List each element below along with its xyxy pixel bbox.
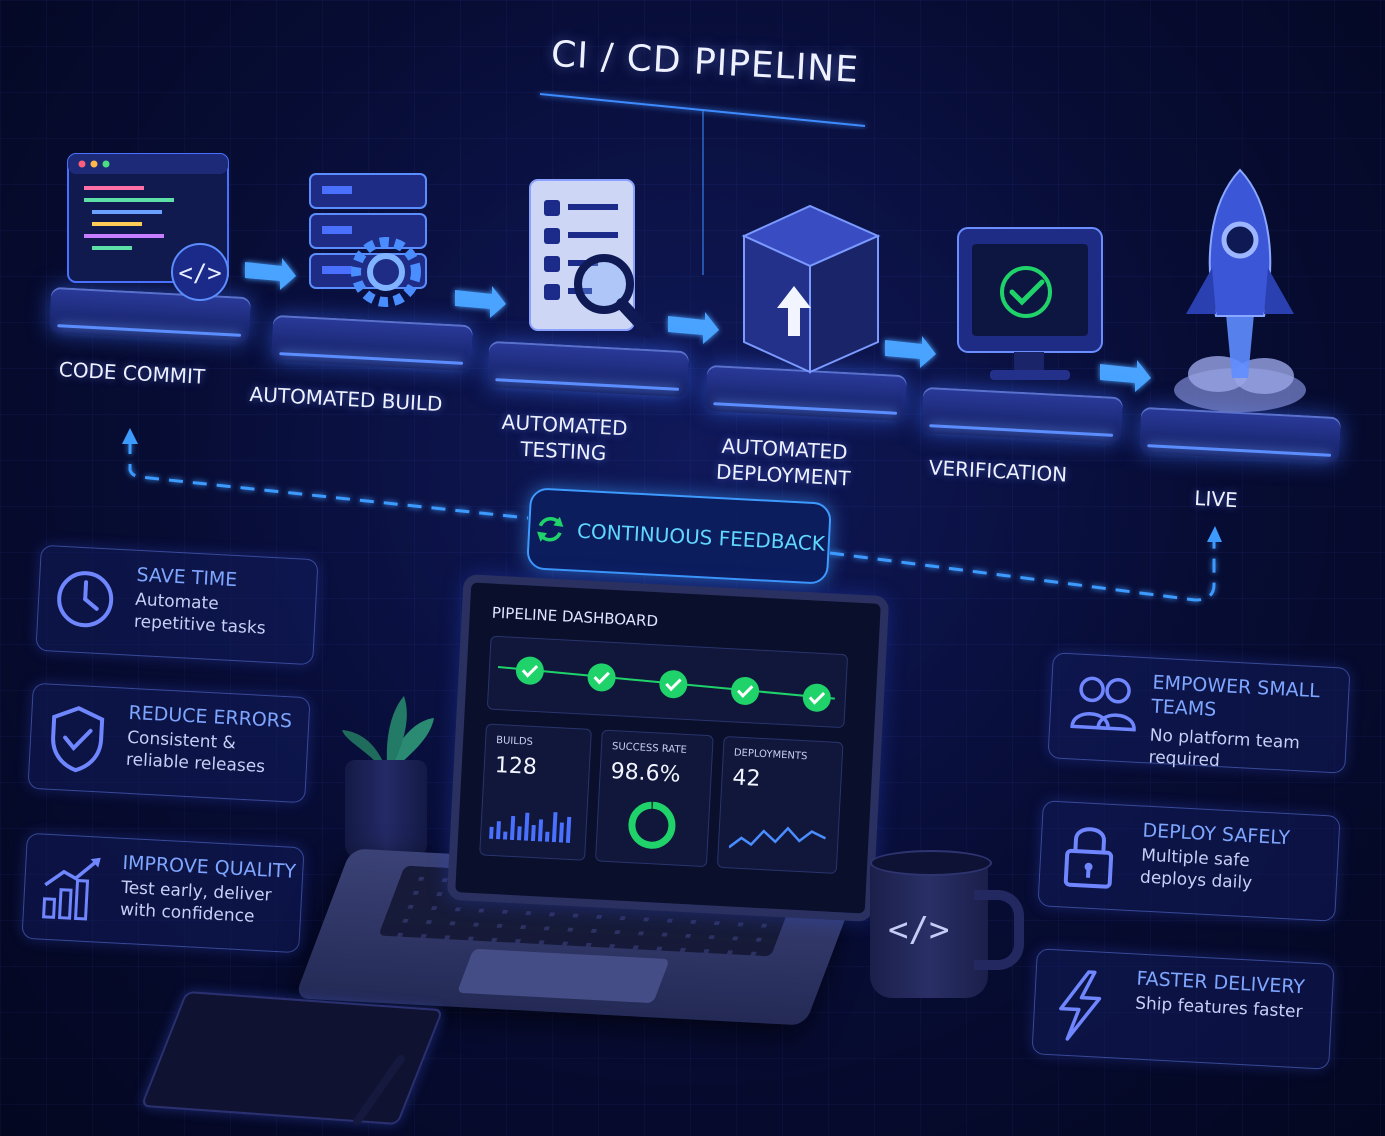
metric-value: 128	[494, 752, 538, 781]
coffee-mug: </>	[870, 850, 1024, 998]
metric-label: BUILDS	[495, 735, 534, 748]
stage-label-automated-testing: AUTOMATED TESTING	[501, 409, 629, 466]
metric-label: SUCCESS RATE	[611, 741, 688, 756]
stage-label-automated-deployment: AUTOMATED DEPLOYMENT	[715, 433, 852, 491]
metric-value: 98.6%	[610, 759, 682, 788]
success-ring	[628, 801, 676, 849]
dashboard-title: PIPELINE DASHBOARD	[491, 603, 659, 631]
benefit-description: Multiple safe deploys daily	[1139, 845, 1253, 894]
continuous-feedback-badge: CONTINUOUS FEEDBACK	[526, 487, 832, 585]
benefit-description: Consistent & reliable releases	[125, 727, 266, 778]
feedback-path-left	[128, 440, 529, 520]
feedback-arrow-up-left	[122, 428, 138, 444]
code-window-icon: </>	[67, 153, 229, 301]
benefit-description: No platform team required	[1148, 725, 1301, 772]
benefit-description: Test early, deliver with confidence	[119, 877, 273, 927]
benefit-title: EMPOWER SMALL TEAMS	[1150, 671, 1321, 721]
plant-pot	[345, 760, 427, 860]
arrow-2	[455, 286, 506, 318]
step-passed-check-icon	[587, 663, 616, 692]
metric-deployments: DEPLOYMENTS 42	[716, 735, 844, 874]
benefit-card-save-time: SAVE TIME Automate repetitive tasks	[35, 544, 319, 666]
shield-check-icon	[51, 706, 105, 773]
benefit-card-deploy-safely: DEPLOY SAFELY Multiple safe deploys dail…	[1037, 800, 1341, 922]
lightning-icon	[1059, 970, 1102, 1041]
rocket-icon	[1174, 168, 1306, 412]
package-upload-icon	[741, 204, 881, 374]
monitor-check-icon	[957, 227, 1103, 380]
benefit-description: Automate repetitive tasks	[133, 589, 267, 639]
feedback-path-right	[829, 542, 1216, 602]
growth-chart-icon	[42, 857, 101, 921]
feedback-arrow-up-right	[1207, 526, 1222, 542]
dashboard-pipeline-status	[486, 635, 849, 729]
lock-icon	[1063, 827, 1114, 889]
checklist-magnifier-icon	[529, 179, 654, 338]
arrow-5	[1100, 360, 1151, 392]
continuous-feedback-label: CONTINUOUS FEEDBACK	[576, 518, 826, 556]
benefit-card-empower-small-teams: EMPOWER SMALL TEAMS No platform team req…	[1047, 652, 1351, 774]
arrow-1	[245, 258, 296, 290]
step-passed-check-icon	[515, 656, 544, 685]
step-passed-check-icon	[731, 676, 760, 705]
clock-icon	[57, 571, 114, 628]
benefit-card-improve-quality: IMPROVE QUALITY Test early, deliver with…	[21, 832, 305, 954]
laptop-trackpad	[456, 948, 670, 1004]
deployments-sparkline-icon	[728, 826, 827, 849]
metric-success-rate: SUCCESS RATE 98.6%	[594, 729, 714, 868]
refresh-icon	[536, 516, 564, 542]
mug-rim	[870, 850, 992, 876]
metric-label: DEPLOYMENTS	[733, 747, 808, 763]
users-icon	[1070, 676, 1136, 732]
benefit-card-reduce-errors: REDUCE ERRORS Consistent & reliable rele…	[27, 682, 311, 804]
metric-value: 42	[731, 765, 762, 792]
server-gear-icon	[309, 173, 427, 307]
pipeline-steps	[497, 656, 835, 712]
benefit-card-faster-delivery: FASTER DELIVERY Ship features faster	[1031, 948, 1335, 1070]
arrow-3	[668, 312, 719, 344]
mug-code-glyph: </>	[888, 910, 950, 950]
arrow-4	[885, 336, 936, 368]
metric-builds: BUILDS 128	[479, 723, 592, 861]
step-passed-check-icon	[659, 670, 688, 699]
pipeline-dashboard-screen: PIPELINE DASHBOARD BUILDS 128 SUCCESS RA…	[446, 574, 890, 922]
success-ring-fill	[628, 801, 676, 849]
builds-bar-chart-icon	[489, 812, 572, 843]
code-glyph: </>	[178, 259, 221, 287]
step-passed-check-icon	[802, 683, 831, 712]
